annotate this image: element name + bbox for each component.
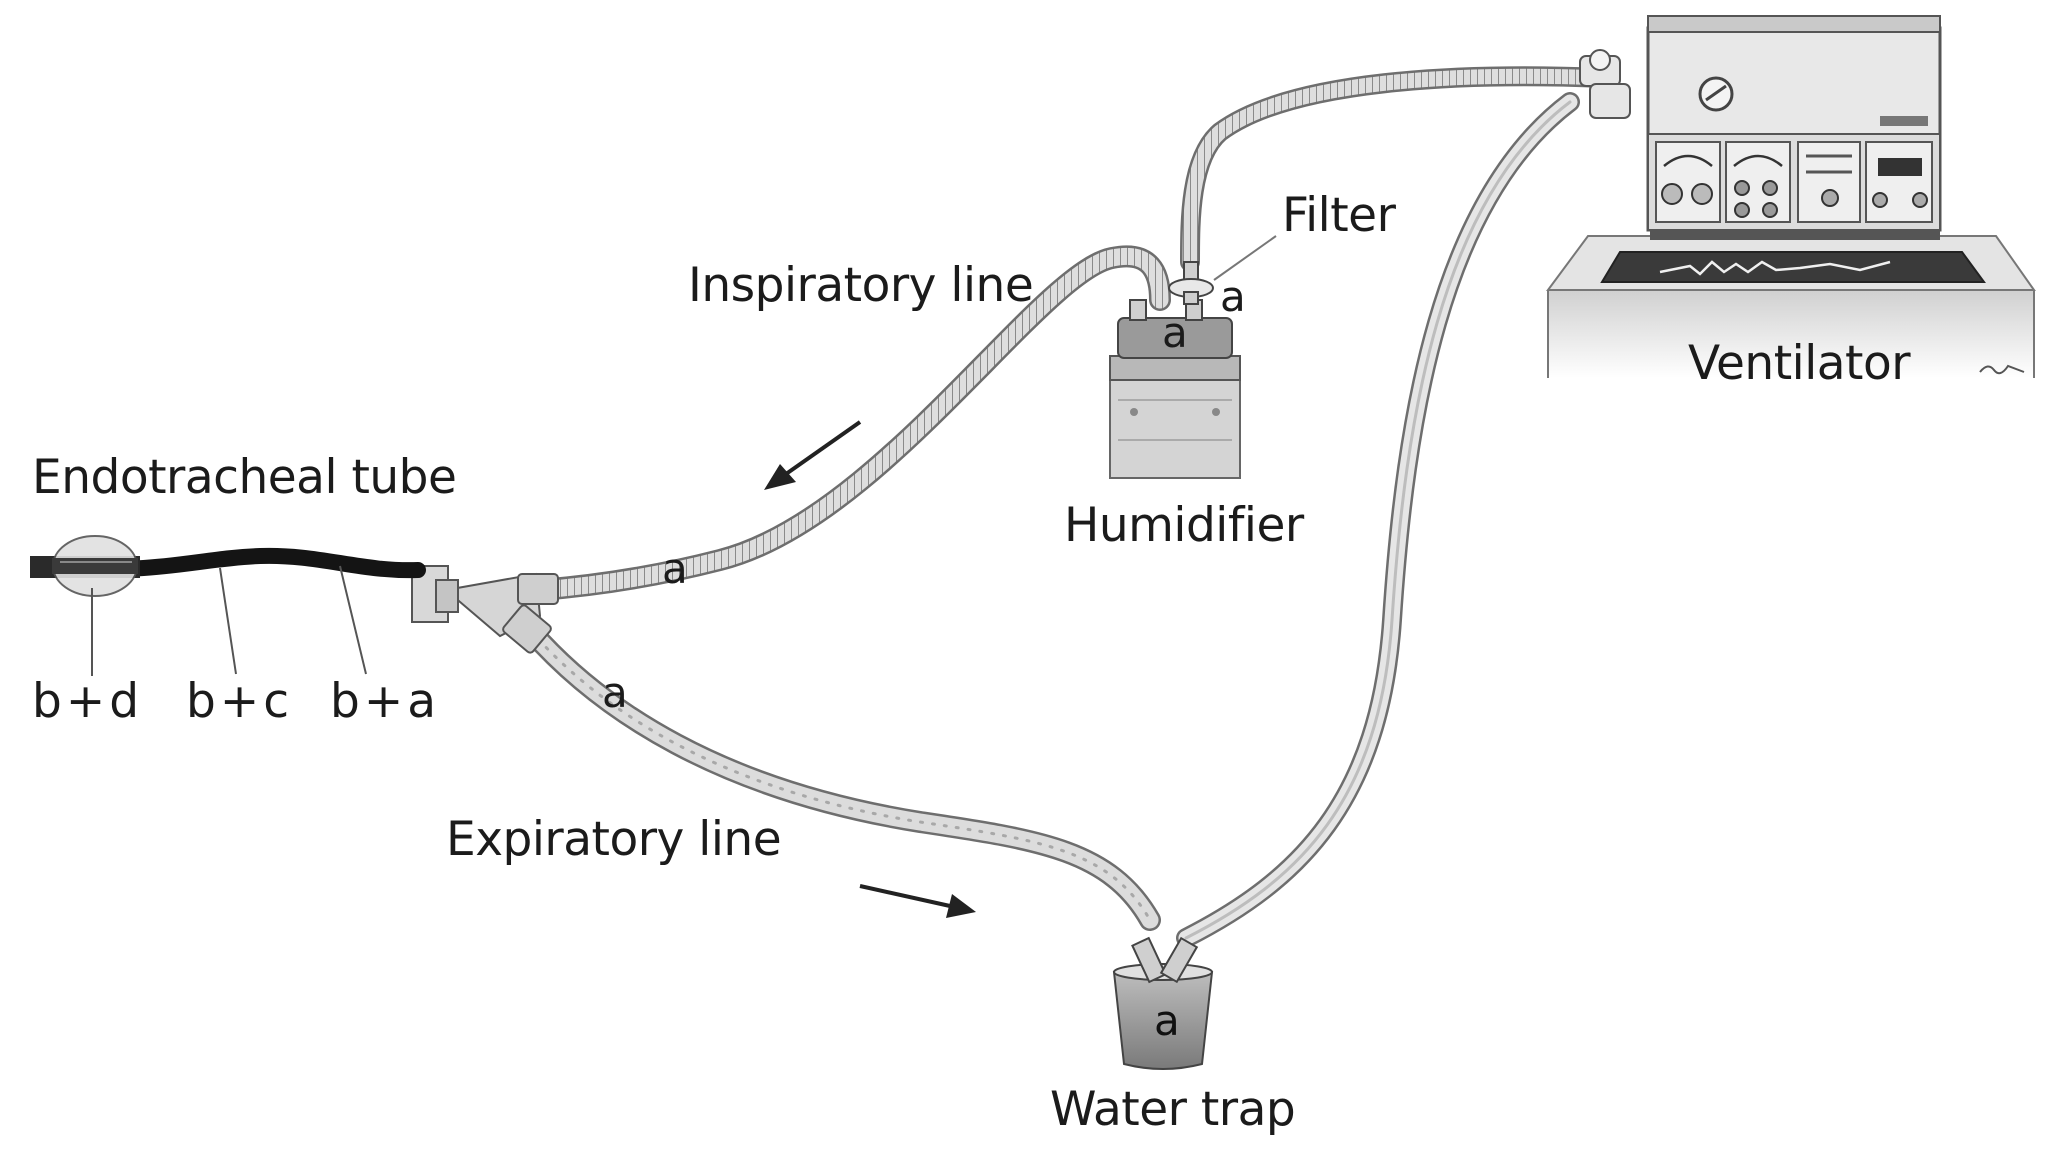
inspiratory-a-marker: a	[662, 544, 688, 593]
water-trap-a-marker: a	[1154, 996, 1180, 1045]
humidifier-device	[1109, 299, 1241, 479]
endotracheal-tube	[30, 535, 426, 597]
ventilator-label: Ventilator	[1688, 336, 1911, 391]
expiratory-a-marker: a	[602, 668, 628, 717]
endotracheal-tube-label: Endotracheal tube	[32, 450, 457, 505]
expiratory-line-label: Expiratory line	[446, 812, 782, 867]
filter-label: Filter	[1282, 188, 1396, 243]
end-leader-line	[339, 565, 367, 675]
humidifier-a-marker: a	[1162, 308, 1188, 357]
filter-a-marker: a	[1220, 272, 1246, 321]
tube-part-middle-label: b+c	[186, 674, 294, 729]
arrow-left-down-icon	[764, 420, 862, 490]
middle-leader-line	[219, 567, 237, 675]
ventilator-machine	[1546, 15, 2036, 378]
ventilator-gauges	[1655, 141, 1933, 223]
artist-signature	[1979, 364, 2025, 375]
water-trap-device	[1112, 936, 1214, 1070]
ventilator-ports	[1579, 49, 1631, 119]
waveform-trace	[1659, 260, 1891, 276]
tube-part-end-label: b+a	[330, 674, 441, 729]
arrow-right-down-icon	[859, 884, 976, 918]
tube-part-cuff-label: b+d	[32, 674, 144, 729]
ventilator-monitor-screen	[1600, 251, 1986, 283]
water-trap-label: Water trap	[1050, 1082, 1296, 1137]
filter-leader-line	[1213, 235, 1277, 281]
inspiratory-line-label: Inspiratory line	[688, 258, 1034, 313]
humidifier-label: Humidifier	[1064, 498, 1304, 553]
y-piece-connector	[411, 565, 559, 654]
ventilator-to-filter-tube	[1180, 66, 1615, 272]
filter-device	[1168, 261, 1214, 305]
ventilator-stand-front	[1548, 290, 2034, 378]
